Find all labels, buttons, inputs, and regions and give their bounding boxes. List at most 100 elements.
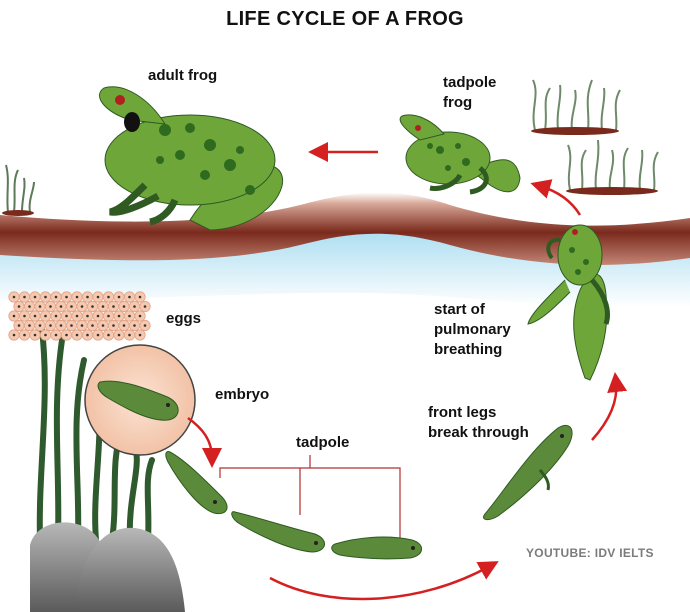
water-plants: [36, 327, 155, 543]
egg-yolk: [133, 324, 136, 327]
egg-yolk: [86, 314, 89, 318]
tadpole-2: [231, 511, 325, 553]
egg-yolk: [23, 295, 26, 299]
tadpole-1: [165, 451, 228, 515]
egg-yolk: [23, 314, 26, 318]
egg-yolk: [28, 324, 31, 327]
arrow-embryo-to-tadpole: [187, 416, 222, 468]
egg-yolk: [107, 295, 110, 299]
egg-yolk: [112, 305, 115, 308]
embryo: [97, 380, 179, 421]
rock-right: [75, 527, 185, 612]
grass-tuft-right-bottom: [566, 139, 659, 195]
egg-yolk: [49, 324, 52, 327]
label-tadpole: tadpole: [296, 434, 350, 451]
egg-yolk: [80, 305, 84, 308]
egg-yolk: [75, 314, 79, 318]
egg-yolk: [101, 305, 105, 308]
egg-yolk: [133, 305, 136, 308]
egg-yolk: [117, 314, 121, 318]
label-pulmonary-line1: start of: [434, 301, 485, 318]
water-band: [0, 219, 690, 308]
egg-yolk: [38, 305, 42, 308]
grass-tuft-left: [2, 164, 35, 216]
egg-yolk: [75, 295, 79, 299]
arrow-breathing-to-tadpole-frog: [530, 179, 582, 216]
egg-yolk: [70, 305, 73, 308]
egg-yolk: [17, 324, 21, 327]
arrow-tadpole-to-front-legs: [269, 561, 499, 601]
egg-yolk: [96, 295, 100, 299]
egg-yolk: [107, 333, 110, 337]
tadpole-frog: [399, 114, 521, 195]
egg-yolk: [117, 333, 121, 337]
tadpole-3: [331, 536, 422, 560]
froglet-climbing: [527, 224, 610, 381]
egg-yolk: [59, 305, 63, 308]
egg-yolk: [33, 314, 37, 318]
grass-tuft-right-top: [531, 79, 621, 135]
egg-yolk: [44, 314, 47, 318]
egg-yolk: [12, 333, 16, 337]
egg-yolk: [96, 333, 100, 337]
egg-yolk: [101, 324, 105, 327]
egg-yolk: [122, 324, 126, 327]
egg-yolk: [65, 314, 68, 318]
egg-yolk: [33, 295, 37, 299]
egg-yolk: [117, 295, 121, 299]
egg-yolk: [59, 324, 63, 327]
cycle-arrows: [187, 142, 628, 601]
egg-yolk: [128, 314, 131, 318]
egg-yolk: [112, 324, 115, 327]
arrow-front-legs-to-breathing: [591, 372, 628, 441]
soil-band: [0, 192, 690, 265]
egg-yolk: [138, 295, 142, 299]
egg-yolk: [54, 314, 58, 318]
egg-yolk: [49, 305, 52, 308]
egg-yolk: [96, 314, 100, 318]
egg-yolk: [65, 295, 68, 299]
egg-yolk: [23, 333, 26, 337]
label-pulmonary-line3: breathing: [434, 341, 503, 358]
egg-yolk: [38, 324, 42, 327]
egg-yolk: [122, 305, 126, 308]
label-adult-frog: adult frog: [148, 67, 218, 84]
egg-yolk: [70, 324, 73, 327]
credit-text: YOUTUBE: IDV IELTS: [526, 546, 654, 560]
label-tadpole-frog-line2: frog: [443, 94, 473, 111]
egg-yolk: [143, 324, 147, 327]
egg-yolk: [138, 314, 142, 318]
egg-yolk: [17, 305, 21, 308]
egg-yolk: [44, 295, 47, 299]
egg-yolk: [86, 333, 89, 337]
tadpole-bracket: [219, 455, 401, 540]
egg-yolk: [54, 333, 58, 337]
egg-mass: [8, 291, 151, 341]
egg-yolk: [80, 324, 84, 327]
tadpole-with-front-legs: [483, 424, 573, 521]
egg-yolk: [65, 333, 68, 337]
egg-yolk: [12, 295, 16, 299]
label-pulmonary-line2: pulmonary: [434, 321, 511, 338]
egg-yolk: [107, 314, 110, 318]
adult-frog: [98, 86, 284, 231]
diagram-title: LIFE CYCLE OF A FROG: [226, 8, 464, 30]
label-embryo: embryo: [215, 386, 270, 403]
egg-yolk: [86, 295, 89, 299]
egg-yolk: [28, 305, 31, 308]
egg-yolk: [138, 333, 142, 337]
egg-yolk: [128, 295, 131, 299]
label-tadpole-frog-line1: tadpole: [443, 74, 497, 91]
egg-yolk: [91, 324, 94, 327]
egg-yolk: [33, 333, 37, 337]
label-front-legs-line2: break through: [428, 424, 529, 441]
egg-yolk: [91, 305, 94, 308]
label-eggs: eggs: [166, 310, 202, 327]
egg-yolk: [54, 295, 58, 299]
egg-yolk: [128, 333, 131, 337]
egg-yolk: [12, 314, 16, 318]
egg-yolk: [143, 305, 147, 308]
egg-yolk: [44, 333, 47, 337]
